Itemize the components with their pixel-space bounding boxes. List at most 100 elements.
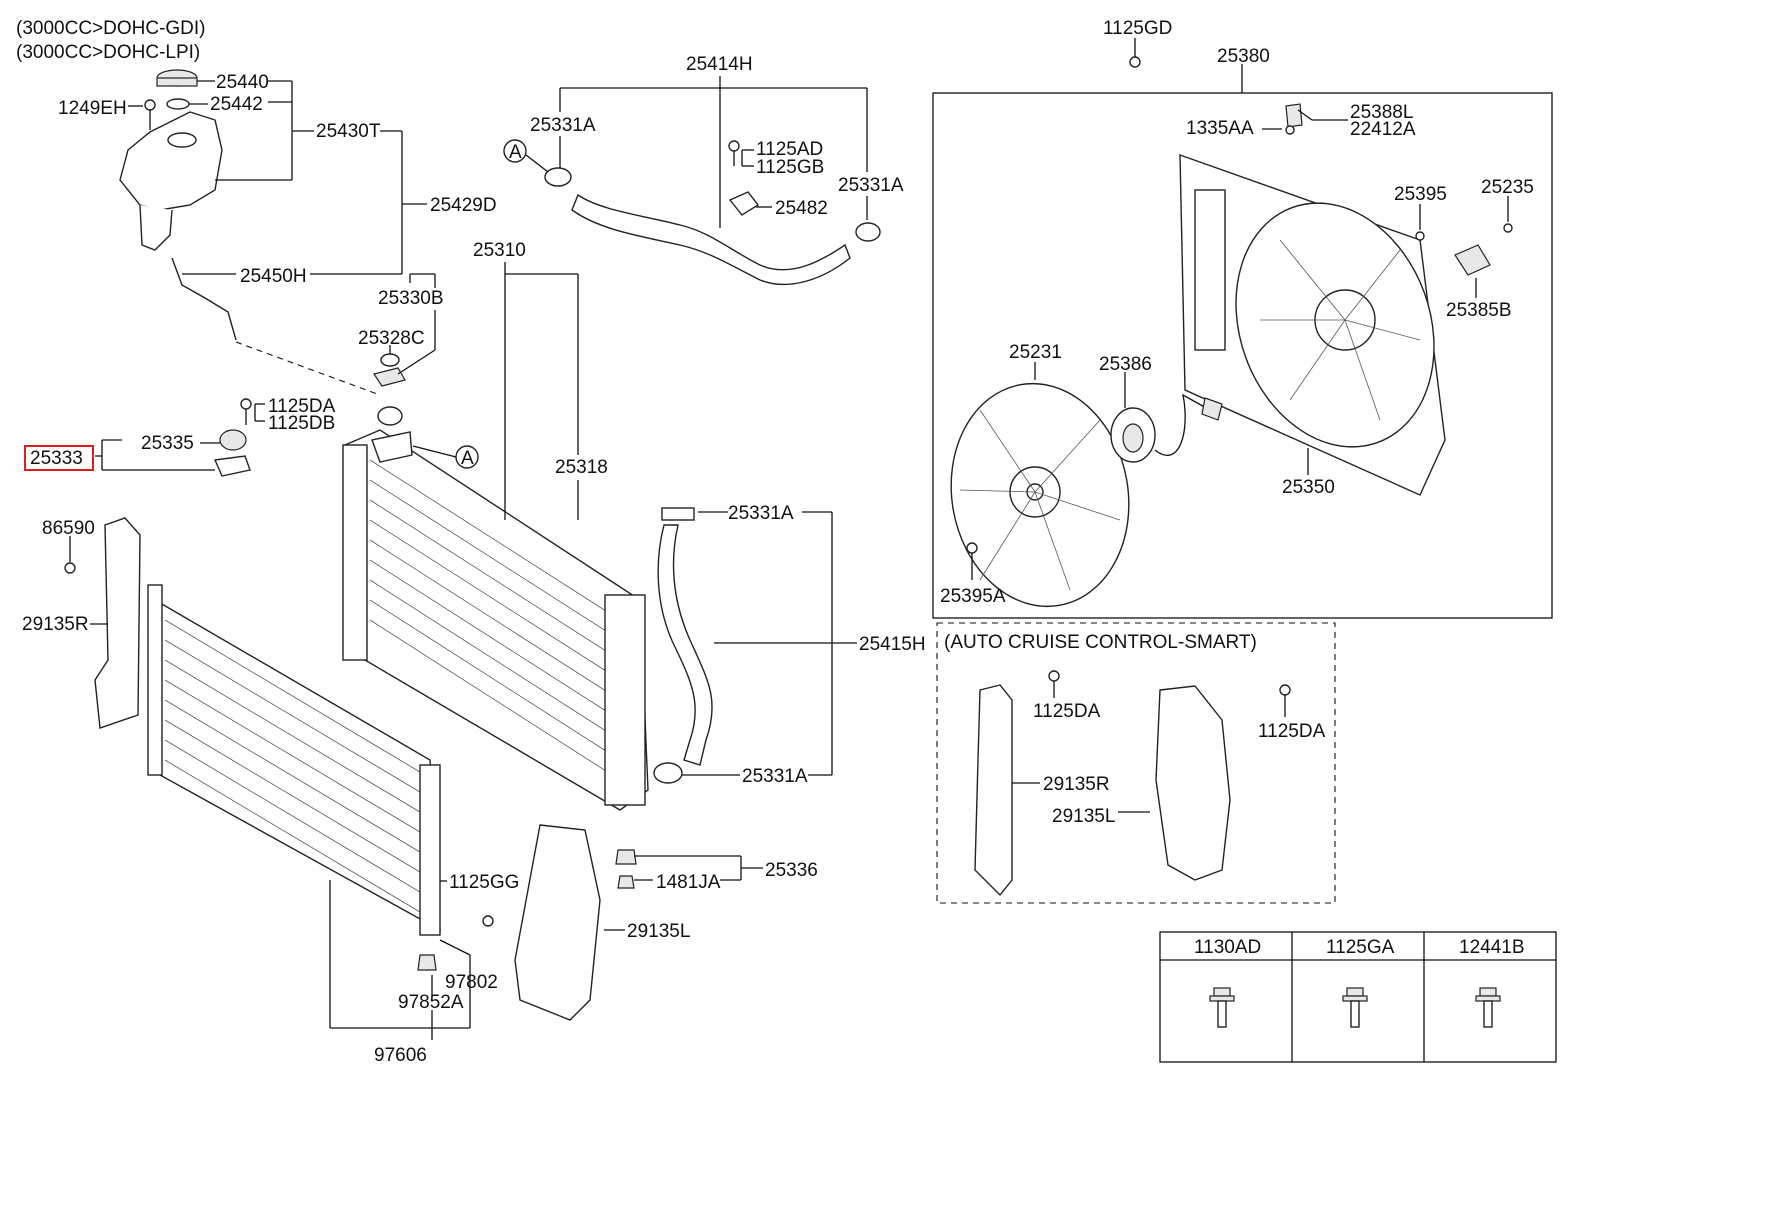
label-1125ad: 1125AD <box>756 139 823 160</box>
engine-spec-line-1: (3000CC>DOHC-GDI) <box>16 18 206 39</box>
label-25385b: 25385B <box>1446 300 1512 321</box>
hose-clamp-lower[interactable] <box>653 762 683 784</box>
label-25386: 25386 <box>1099 354 1152 375</box>
radiator-group: A 25310 25330B 25328C 25318 25336 1481JA <box>342 240 818 893</box>
reservoir-tank-group: 25440 25442 1249EH 25430T 25429D 25450H <box>58 69 497 396</box>
label-25333[interactable]: 25333 <box>30 448 83 469</box>
highlight-25333 <box>24 445 94 471</box>
reservoir-cap-base <box>156 77 198 87</box>
fan-resistor-25385b[interactable] <box>1454 244 1491 276</box>
label-25328c: 25328C <box>358 328 425 349</box>
fan-assembly-group: 1125GD 25380 1335AA 25388L 22412A 25395 … <box>932 18 1553 619</box>
drain-plug-25336[interactable] <box>615 849 637 865</box>
label-25350: 25350 <box>1282 477 1335 498</box>
auto-cruise-option-title: (AUTO CRUISE CONTROL-SMART) <box>944 632 1257 653</box>
bolt-86590-icon <box>64 562 76 574</box>
drain-seal-1481ja[interactable] <box>617 875 635 889</box>
fastener-header-1125ga: 1125GA <box>1326 937 1395 958</box>
hose-fitting-top <box>661 507 695 521</box>
label-25429d: 25429D <box>430 195 497 216</box>
label-25318: 25318 <box>555 457 608 478</box>
label-25331a-top-right: 25331A <box>838 175 904 196</box>
label-97852a: 97852A <box>398 992 464 1013</box>
label-1125da-left: 1125DA <box>268 396 336 417</box>
lower-radiator-hose[interactable] <box>657 524 713 766</box>
label-25442: 25442 <box>210 94 263 115</box>
radiator-mount-group: 25333 25335 1125DA 1125DB <box>24 396 336 477</box>
engine-spec-header: (3000CC>DOHC-GDI) (3000CC>DOHC-LPI) <box>16 18 206 63</box>
bolt-1249eh-icon <box>144 99 156 111</box>
radiator-side-tank <box>604 594 646 806</box>
auto-cruise-option-group: (AUTO CRUISE CONTROL-SMART) 1125DA 1125D… <box>936 622 1336 904</box>
clip-25388l[interactable] <box>1285 103 1303 128</box>
overflow-hose[interactable] <box>171 257 237 341</box>
mount-bracket-25333[interactable] <box>213 455 251 477</box>
bolt-1130ad-icon <box>1209 987 1235 1028</box>
label-25310: 25310 <box>473 240 526 261</box>
lower-hose-group: 25331A 25415H 25331A <box>653 503 926 787</box>
callout-a-radiator-label: A <box>461 448 474 469</box>
hose-clip-25482[interactable] <box>728 191 760 216</box>
upper-radiator-hose[interactable] <box>571 193 851 286</box>
label-86590: 86590 <box>42 518 95 539</box>
hose-clamp-left[interactable] <box>544 167 572 187</box>
label-25430t: 25430T <box>316 121 381 142</box>
label-1125gd: 1125GD <box>1103 18 1172 39</box>
air-guard-29135r[interactable] <box>94 517 141 729</box>
bolt-1335aa-icon <box>1285 125 1295 135</box>
label-25415h: 25415H <box>859 634 926 655</box>
label-97802: 97802 <box>445 972 498 993</box>
label-25482: 25482 <box>775 198 828 219</box>
label-97606: 97606 <box>374 1045 427 1066</box>
label-25440: 25440 <box>216 72 269 93</box>
label-25331a-low: 25331A <box>742 766 808 787</box>
radiator-filler-neck[interactable] <box>377 406 403 426</box>
bolt-1125gd-icon <box>1129 56 1141 68</box>
callout-a-top <box>503 139 527 163</box>
hose-clamp-right[interactable] <box>855 222 881 242</box>
bolt-1125da-ac2-icon <box>1279 684 1291 696</box>
label-1481ja: 1481JA <box>656 872 721 893</box>
radiator-left-tank <box>342 444 368 661</box>
callout-a-top-label: A <box>509 142 522 163</box>
radiator-cap-25330b[interactable] <box>373 367 406 387</box>
fan-motor-shaft <box>1122 423 1144 453</box>
bolt-25395a-icon <box>966 542 978 554</box>
air-guard-29135r-ac[interactable] <box>974 684 1013 897</box>
air-guard-29135l[interactable] <box>514 824 601 1021</box>
upper-hose-group: A 25414H 25331A 25331A 1125AD 1125GB 254… <box>503 54 904 286</box>
radiator-inlet-port <box>371 431 413 463</box>
engine-spec-line-2: (3000CC>DOHC-LPI) <box>16 42 200 63</box>
drier-cap-97852a[interactable] <box>417 954 437 971</box>
fastener-table-frame <box>1159 931 1557 1063</box>
label-1125gb: 1125GB <box>756 157 824 178</box>
label-25231: 25231 <box>1009 342 1062 363</box>
cap-seal-ring[interactable] <box>166 98 190 110</box>
reservoir-filler-neck <box>167 132 197 148</box>
bolt-25235-icon <box>1503 223 1513 233</box>
label-25395: 25395 <box>1394 184 1447 205</box>
label-25395a: 25395A <box>940 586 1006 607</box>
label-29135l-left: 29135L <box>627 921 690 942</box>
label-25450h: 25450H <box>240 266 307 287</box>
label-25336: 25336 <box>765 860 818 881</box>
label-25235: 25235 <box>1481 177 1534 198</box>
bolt-1125da-icon <box>240 398 252 410</box>
air-guard-29135l-ac[interactable] <box>1155 685 1231 881</box>
label-25380: 25380 <box>1217 46 1270 67</box>
bolt-25395-icon <box>1415 231 1425 241</box>
label-1125da-ac2: 1125DA <box>1258 721 1326 742</box>
label-25330b: 25330B <box>378 288 444 309</box>
label-25331a-top-left: 25331A <box>530 115 596 136</box>
bolt-12441b-icon <box>1475 987 1501 1028</box>
motor-wire-harness <box>1154 393 1211 456</box>
condenser-left-tank <box>147 584 163 776</box>
label-1125gg: 1125GG <box>449 872 519 893</box>
receiver-drier <box>419 764 441 936</box>
fastener-table: 1130AD 1125GA 12441B <box>1159 931 1557 1063</box>
fastener-header-12441b: 12441B <box>1459 937 1525 958</box>
mount-insulator-25335[interactable] <box>219 429 247 451</box>
cap-gasket-25328c[interactable] <box>380 353 400 367</box>
reservoir-tank[interactable] <box>119 111 223 211</box>
